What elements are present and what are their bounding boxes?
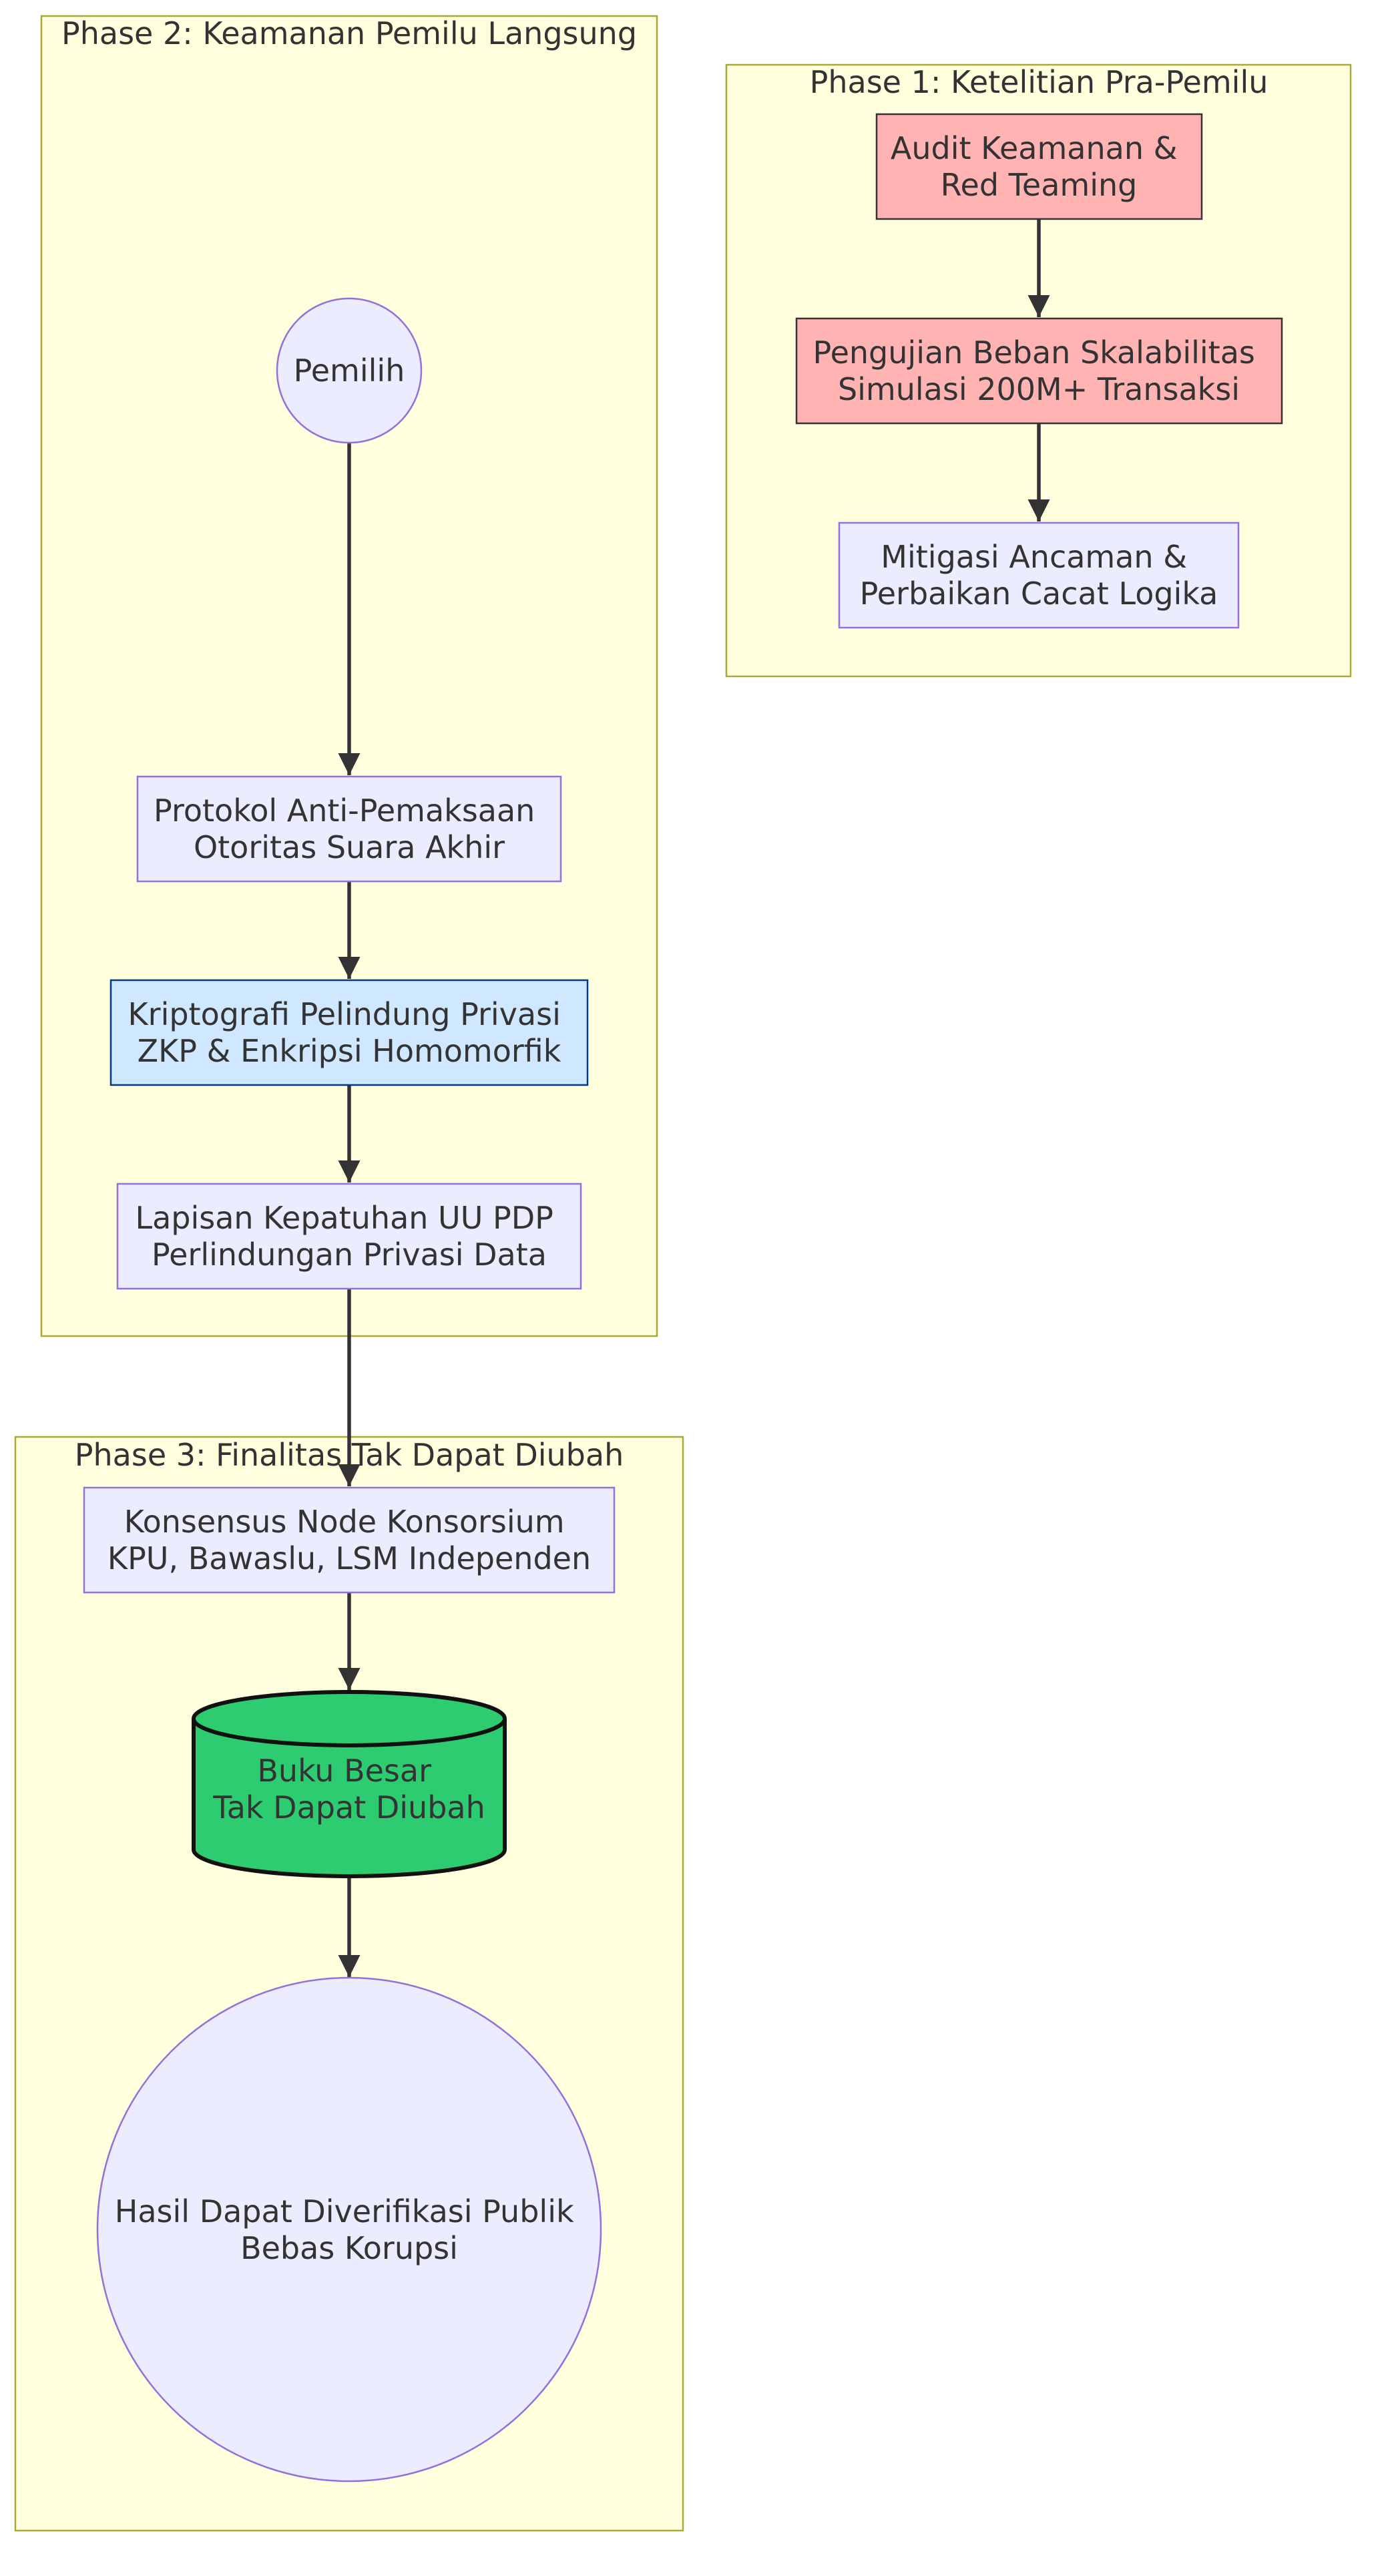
node-load-testing: Pengujian Beban Skalabilitas Simulasi 20… xyxy=(795,317,1283,425)
node-threat-mitigation: Mitigasi Ancaman & Perbaikan Cacat Logik… xyxy=(838,521,1240,629)
node-privacy-cryptography: Kriptografi Pelindung Privasi ZKP & Enkr… xyxy=(109,979,589,1086)
node-security-audit: Audit Keamanan & Red Teaming xyxy=(875,113,1203,220)
node-verifiable-result-line-2: Bebas Korupsi xyxy=(240,2230,458,2266)
svg-text:Buku Besar Tak Dapat Diu: Buku Besar Tak Dapat Diubah xyxy=(212,1753,485,1826)
node-anti-coercion-line-1: Protokol Anti-Pemaksaan xyxy=(154,793,535,829)
svg-text:Pengujian Beban Skalabilitas: Pengujian Beban Skalabilitas Simulasi 20… xyxy=(813,335,1265,407)
svg-text:Kriptografi Pelindung Privasi: Kriptografi Pelindung Privasi ZKP & Enkr… xyxy=(128,996,571,1069)
node-threat-mitigation-line-2: Perbaikan Cacat Logika xyxy=(860,576,1218,612)
node-threat-mitigation-line-1: Mitigasi Ancaman & xyxy=(881,539,1187,575)
svg-text:Audit Keamanan & Red Tea: Audit Keamanan & Red Teaming xyxy=(891,130,1187,203)
node-anti-coercion-protocol: Protokol Anti-Pemaksaan Otoritas Suara A… xyxy=(136,775,562,883)
node-compliance-layer: Lapisan Kepatuhan UU PDP Perlindungan Pr… xyxy=(116,1183,582,1290)
node-consortium-consensus-line-2: KPU, Bawaslu, LSM Independen xyxy=(107,1540,591,1576)
svg-text:Konsensus Node Konsorsium: Konsensus Node Konsorsium KPU, Bawaslu, … xyxy=(107,1504,591,1576)
node-compliance-layer-line-2: Perlindungan Privasi Data xyxy=(152,1237,547,1273)
database-cylinder-icon xyxy=(192,1690,507,1878)
node-immutable-ledger: Buku Besar Tak Dapat Diubah xyxy=(192,1690,507,1878)
svg-text:Lapisan Kepatuhan UU PDP: Lapisan Kepatuhan UU PDP Perlindungan Pr… xyxy=(135,1200,563,1273)
node-privacy-cryptography-line-1: Kriptografi Pelindung Privasi xyxy=(128,996,561,1032)
node-voter-label: Pemilih xyxy=(294,353,405,389)
node-security-audit-line-2: Red Teaming xyxy=(941,167,1138,203)
svg-text:Hasil Dapat Diverifikasi Publi: Hasil Dapat Diverifikasi Publik Bebas Ko… xyxy=(115,2193,584,2266)
node-privacy-cryptography-line-2: ZKP & Enkripsi Homomorfik xyxy=(138,1033,561,1069)
node-security-audit-line-1: Audit Keamanan & xyxy=(891,130,1178,166)
cluster-phase-1-label: Phase 1: Ketelitian Pra-Pemilu xyxy=(810,64,1268,100)
node-consortium-consensus: Konsensus Node Konsorsium KPU, Bawaslu, … xyxy=(83,1486,616,1594)
cluster-phase-2-label: Phase 2: Keamanan Pemilu Langsung xyxy=(61,15,637,51)
edges xyxy=(338,219,1050,1977)
node-verifiable-result: Hasil Dapat Diverifikasi Publik Bebas Ko… xyxy=(96,1976,602,2483)
svg-text:Protokol Anti-Pemaksaan: Protokol Anti-Pemaksaan Otoritas Suara A… xyxy=(154,793,545,865)
svg-text:Pemilih: Pemilih xyxy=(294,353,405,389)
node-load-testing-line-2: Simulasi 200M+ Transaksi xyxy=(838,371,1240,407)
node-load-testing-line-1: Pengujian Beban Skalabilitas xyxy=(813,335,1255,371)
svg-text:Mitigasi Ancaman & Perba: Mitigasi Ancaman & Perbaikan Cacat Logik… xyxy=(860,539,1218,612)
node-immutable-ledger-line-2: Tak Dapat Diubah xyxy=(212,1789,485,1826)
node-immutable-ledger-line-1: Buku Besar xyxy=(257,1753,431,1789)
node-compliance-layer-line-1: Lapisan Kepatuhan UU PDP xyxy=(135,1200,553,1236)
node-verifiable-result-line-1: Hasil Dapat Diverifikasi Publik xyxy=(115,2193,574,2229)
node-voter: Pemilih xyxy=(276,297,423,444)
node-consortium-consensus-line-1: Konsensus Node Konsorsium xyxy=(124,1504,565,1540)
node-anti-coercion-line-2: Otoritas Suara Akhir xyxy=(194,829,505,865)
